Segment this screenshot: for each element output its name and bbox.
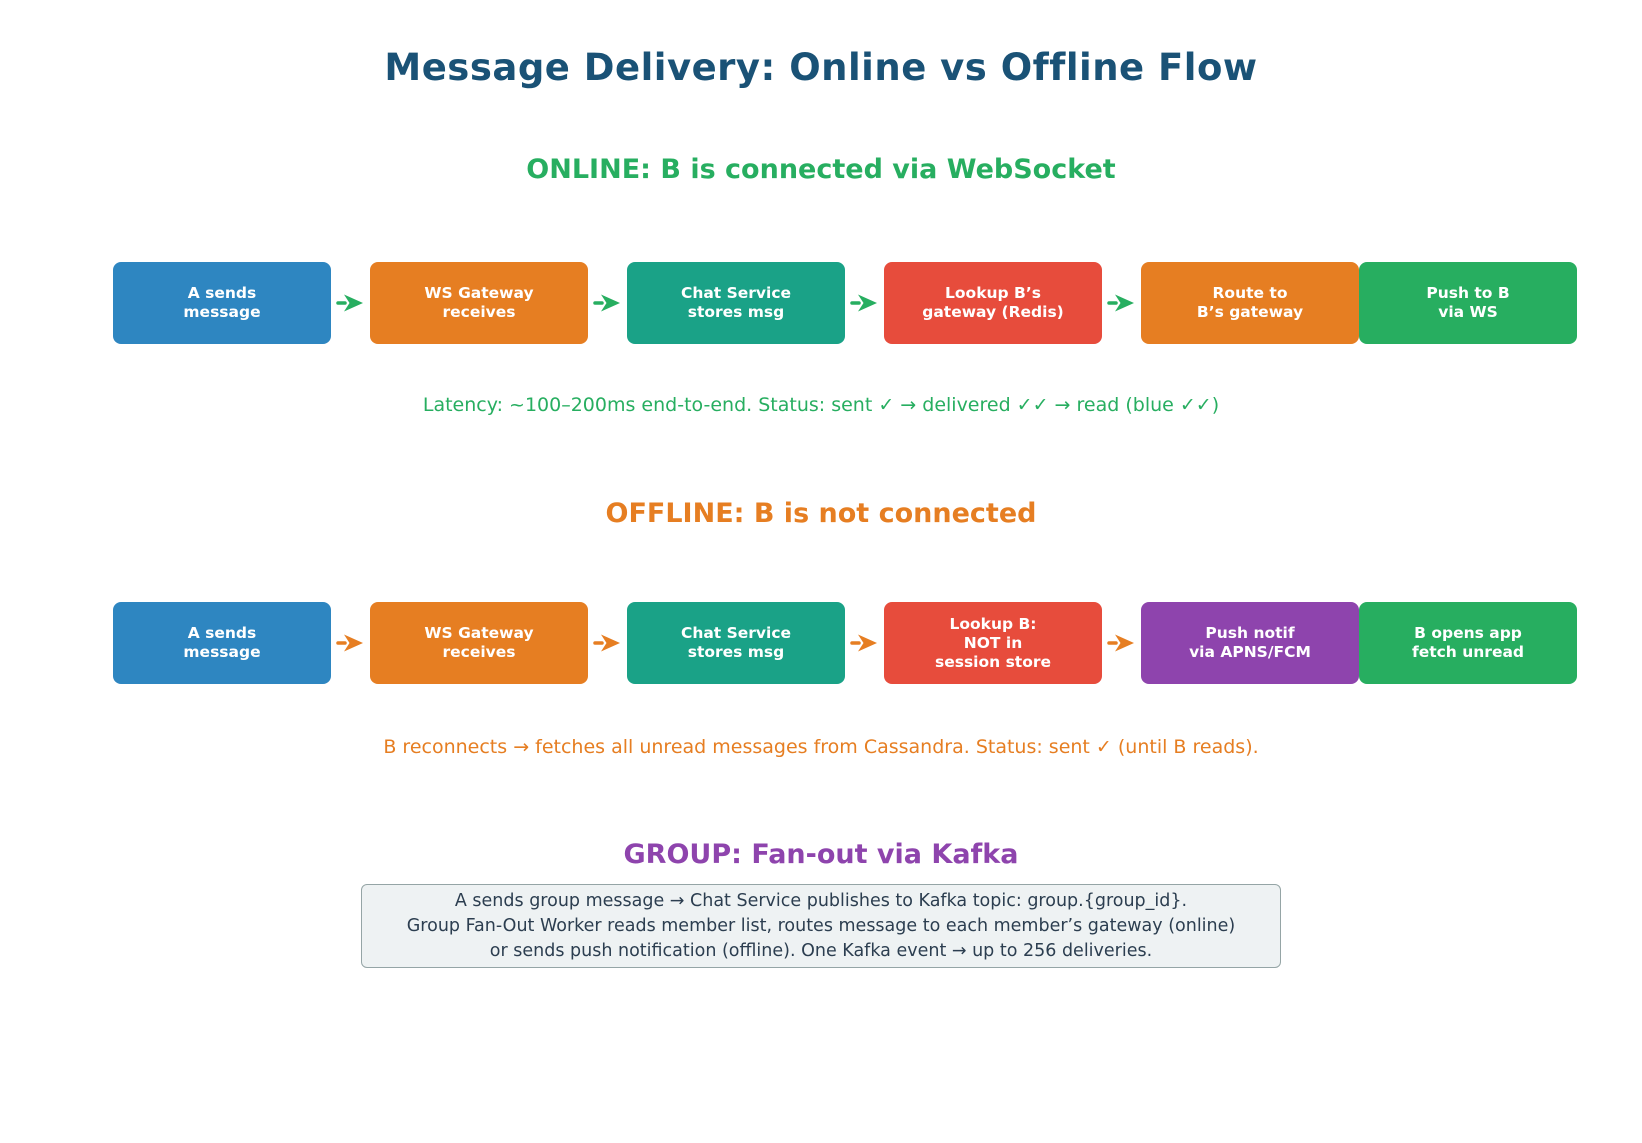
flow-step-label: Push to B [1426,284,1510,302]
flow-step-label: WS Gateway [424,284,534,302]
flow-step-label: NOT in [963,633,1023,652]
flow-step-label: message [183,643,261,661]
flow-step-label: Lookup B: [949,614,1037,633]
flow-arrow-icon [849,292,880,314]
flow-step-label: Route to [1212,284,1288,302]
flow-step-label: message [183,303,261,321]
flow-step-label: fetch unread [1411,643,1525,661]
section-online-heading: ONLINE: B is connected via WebSocket [526,154,1116,185]
page-title: Message Delivery: Online vs Offline Flow [384,46,1258,89]
section-offline-heading: OFFLINE: B is not connected [605,498,1037,529]
online-status-caption: Latency: ~100–200ms end-to-end. Status: … [422,394,1220,416]
flow-step-label: receives [442,303,516,321]
flow-step-label: B’s gateway [1196,303,1304,321]
flow-step-label: B opens app [1414,624,1522,642]
flow-step-label: via WS [1438,303,1498,321]
flow-step-label: Lookup B’s [945,284,1041,302]
group-info-line: A sends group message → Chat Service pub… [454,890,1188,911]
flow-step-label: A sends [187,284,257,302]
flow-step-label: via APNS/FCM [1189,643,1311,661]
group-info-box: A sends group message → Chat Service pub… [361,884,1281,968]
flow-arrow-icon [335,632,366,654]
section-group-heading: GROUP: Fan-out via Kafka [623,839,1019,870]
flow-step-label: receives [442,643,516,661]
flow-arrow-icon [849,632,880,654]
flow-step-label: session store [934,652,1052,671]
flow-arrow-icon [1106,292,1137,314]
group-info-line: or sends push notification (offline). On… [489,940,1153,961]
flow-step-label: WS Gateway [424,624,534,642]
offline-status-caption: B reconnects → fetches all unread messag… [383,736,1259,758]
flow-step-label: Chat Service [680,284,792,302]
flow-step-label: Push notif [1205,624,1295,642]
flow-arrow-icon [592,632,623,654]
flow-step-label: Chat Service [680,624,792,642]
group-info-line: Group Fan-Out Worker reads member list, … [406,915,1236,936]
flow-arrow-icon [1106,632,1137,654]
flow-step-label: stores msg [687,643,785,661]
flow-arrow-icon [335,292,366,314]
flow-step-label: gateway (Redis) [922,303,1064,321]
flow-step-label: A sends [187,624,257,642]
flow-arrow-icon [592,292,623,314]
flow-step-label: stores msg [687,303,785,321]
